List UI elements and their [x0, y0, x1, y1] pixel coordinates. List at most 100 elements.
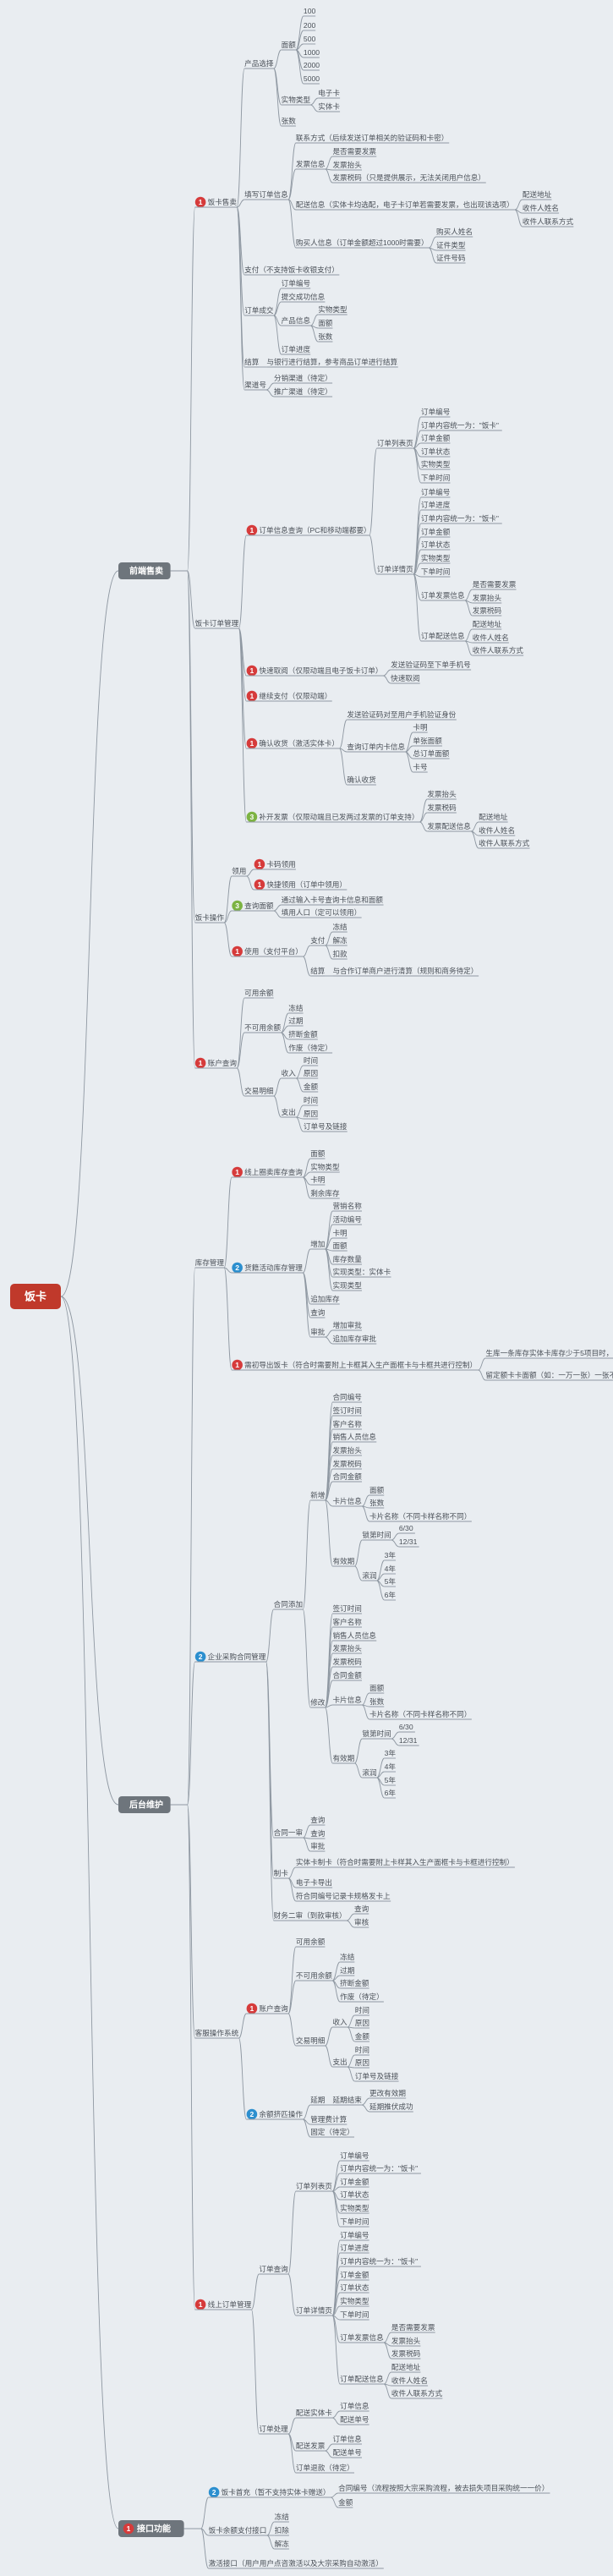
topic-b1-3-0-0-3[interactable]: 订单状态: [340, 2190, 369, 2201]
topic-b2-1[interactable]: 饭卡余额支付接口: [208, 2525, 267, 2536]
topic-b1-1-2-2[interactable]: 符合同编号记录卡规格发卡上: [295, 1891, 391, 1902]
topic-b0-0-1-3-2[interactable]: 证件号码: [436, 253, 466, 264]
root-node[interactable]: 饭卡: [10, 1284, 61, 1309]
topic-b1-0-0-2[interactable]: 卡明: [310, 1175, 326, 1186]
topic-b1-3-0-1-5[interactable]: 实物类型: [340, 2296, 369, 2307]
topic-b2-0-0[interactable]: 合同编号（流程按照大宗采购流程，被去损失项目采购统一一价）: [338, 2483, 550, 2494]
topic-b0-0-0-0-5[interactable]: 5000: [303, 74, 320, 85]
topic-b0-2-2-0-0[interactable]: 冻结: [332, 922, 348, 933]
topic-b1-2-1-2[interactable]: 固定（待定）: [310, 2127, 354, 2138]
topic-b0-2-2-1-0[interactable]: 与合作订单商户进行清算（规则和商务待定）: [332, 966, 479, 977]
topic-b0-1[interactable]: 饭卡订单管理: [194, 618, 239, 629]
topic-b0-2[interactable]: 饭卡操作: [194, 913, 225, 924]
topic-b1-1-0-0-3[interactable]: 销售人员信息: [332, 1432, 376, 1443]
topic-b0-0-3[interactable]: 订单成交: [244, 305, 274, 316]
topic-b0-3-2-0-2[interactable]: 金额: [303, 1082, 319, 1093]
topic-b0-3-2-0-1[interactable]: 原因: [303, 1069, 319, 1079]
topic-b1-1-0-0-7-0[interactable]: 面额: [369, 1485, 385, 1496]
topic-b0-1-0-0-2[interactable]: 订单金额: [420, 433, 451, 444]
topic-b0-0-1-1-0[interactable]: 是否需要发票: [332, 146, 376, 157]
topic-b0-0-0-1-1[interactable]: 实体卡: [318, 101, 340, 112]
topic-b1-2-0-2-0-0[interactable]: 时间: [354, 2005, 369, 2016]
topic-b0-3-1[interactable]: 不可用余额: [244, 1022, 282, 1033]
topic-b0-0-1-3-0[interactable]: 购买人姓名: [436, 227, 473, 238]
topic-b0-0-1[interactable]: 填写订单信息: [244, 189, 288, 200]
topic-b1-1-0-0-7-1[interactable]: 张数: [369, 1498, 385, 1509]
topic-b1-1-3-0[interactable]: 查询: [353, 1904, 369, 1915]
topic-b0-1-0-1-8[interactable]: 订单配送信息: [420, 631, 465, 642]
topic-b1-1-0-1-6-0[interactable]: 面额: [369, 1683, 385, 1694]
topic-b1-2-0-2-0-2[interactable]: 金额: [354, 2031, 370, 2042]
topic-b1-1-0-1-0[interactable]: 签订时间: [332, 1603, 362, 1614]
topic-b1-1-0-1-7[interactable]: 有效期: [332, 1753, 355, 1764]
topic-b1-0-1-3[interactable]: 审批: [310, 1327, 326, 1338]
topic-b0-0-1-2[interactable]: 配送信息（实体卡均选配，电子卡订单若需要发票，也出现该选项）: [295, 200, 515, 211]
topic-b0-0-3-2-2[interactable]: 张数: [318, 332, 333, 343]
topic-b0-0-3-2[interactable]: 产品信息: [281, 315, 311, 326]
topic-b0-2-2-0[interactable]: 支付: [310, 935, 326, 946]
topic-b1-1-0-1[interactable]: 修改: [310, 1697, 326, 1708]
topic-b0-1-0-0-0[interactable]: 订单编号: [420, 407, 451, 418]
topic-b0-1-0-1-7-2[interactable]: 发票税码: [472, 606, 502, 617]
topic-b0-1-3-1-3[interactable]: 卡号: [413, 762, 428, 773]
topic-b0-0-0-0-0[interactable]: 100: [303, 7, 316, 17]
topic-b1-2-0-2[interactable]: 交易明细: [295, 2036, 326, 2047]
topic-b1-0-2-1[interactable]: 留定额卡卡面额（如：一万一张）一张不为一项进行附件，以便控制最终卡上规则张数: [485, 1370, 613, 1381]
topic-b1-1-0-0-8-1-2[interactable]: 5年: [384, 1576, 397, 1587]
topic-b2-1-0[interactable]: 冻结: [274, 2512, 290, 2523]
topic-b1-0-1-3-1[interactable]: 追加库存审批: [332, 1334, 376, 1345]
topic-b1-1-0-1-7-0[interactable]: 锁第时间: [362, 1729, 391, 1740]
topic-b1-1-2[interactable]: 制卡: [273, 1868, 289, 1879]
topic-b0-0-1-0[interactable]: 联系方式（后续发送订单相关的验证码和卡密）: [295, 133, 450, 144]
topic-b1-1-0-1-3[interactable]: 发票抬头: [332, 1643, 362, 1654]
topic-b1-2-0-1-0[interactable]: 冻结: [340, 1952, 355, 1963]
topic-b1-3-0-0-2[interactable]: 订单金额: [340, 2177, 369, 2188]
topic-b1-1-1-2[interactable]: 审批: [310, 1841, 326, 1852]
topic-b1-3-1-1-1[interactable]: 配送单号: [332, 2447, 362, 2458]
topic-b0-1-1-1[interactable]: 快速取阅: [391, 673, 420, 684]
topic-b2-1-2[interactable]: 解冻: [274, 2539, 290, 2550]
topic-b0-0-3-1[interactable]: 提交成功信息: [281, 292, 326, 303]
topic-b0-0-1-1[interactable]: 发票信息: [295, 159, 326, 170]
topic-b1-1-0-0-6[interactable]: 合同金额: [332, 1472, 362, 1483]
topic-b1-2-1-0-0[interactable]: 延期结束: [332, 2095, 362, 2106]
topic-b0-1-0-1-2[interactable]: 订单内容统一为："饭卡": [420, 513, 502, 524]
topic-b1-3-0-1-1[interactable]: 订单进度: [340, 2243, 369, 2254]
topic-b1-2-0-2-1-0[interactable]: 时间: [354, 2045, 369, 2056]
topic-b1-0-1-0[interactable]: 增加: [310, 1239, 326, 1250]
topic-b1-3-1[interactable]: 订单处理: [259, 2424, 288, 2435]
topic-b1-1-0-1-7-0-1[interactable]: 12/31: [398, 1736, 419, 1746]
topic-b1-2-0-2-0-1[interactable]: 原因: [354, 2019, 369, 2029]
topic-b1-3-0-0[interactable]: 订单列表页: [295, 2181, 332, 2192]
topic-b1-3-0-1-8-0[interactable]: 配送地址: [391, 2362, 421, 2373]
topic-b0-0-0-1[interactable]: 实物类型: [281, 95, 311, 106]
topic-b0-3-2-0-0[interactable]: 时间: [303, 1055, 319, 1066]
topic-b0-0-1-1-1[interactable]: 发票抬头: [332, 160, 362, 171]
topic-b0-0-4[interactable]: 结算: [244, 357, 260, 368]
topic-b2-2[interactable]: 激活接口（用户用户点咨激活以及大宗采购自动激活）: [208, 2558, 384, 2569]
topic-b1-2-1-0-0-0[interactable]: 更改有效期: [369, 2088, 407, 2099]
topic-b1-1-0-0-8-0-0[interactable]: 6/30: [398, 1524, 415, 1534]
topic-b1-1-0-1-7-1-0[interactable]: 3年: [384, 1748, 397, 1759]
topic-b0-1-3-1[interactable]: 查询订单内卡信息: [347, 742, 406, 753]
topic-b0-0-0-0-2[interactable]: 500: [303, 35, 316, 45]
topic-b1-2-0-1-2[interactable]: 挤断金额: [340, 1978, 369, 1989]
topic-b0-3-2-1[interactable]: 支出: [281, 1107, 296, 1118]
topic-b1-1-0-0-8-1-0[interactable]: 3年: [384, 1550, 397, 1561]
topic-b0-1-0-1-0[interactable]: 订单编号: [420, 487, 451, 498]
topic-b1-3-0-0-1[interactable]: 订单内容统一为："饭卡": [340, 2163, 421, 2174]
topic-b1-1-0-1-2[interactable]: 销售人员信息: [332, 1631, 376, 1642]
topic-b1-2-0-2-1-2[interactable]: 订单号及链接: [354, 2071, 399, 2082]
topic-b1-1-0-0-1[interactable]: 签订时间: [332, 1406, 362, 1417]
topic-b1-3-0-1-6[interactable]: 下单时间: [340, 2310, 369, 2321]
topic-b0-0-1-3[interactable]: 购买人信息（订单金额超过1000时需要）: [295, 238, 430, 249]
topic-b1-3-1-0-1[interactable]: 配送单号: [340, 2414, 369, 2425]
